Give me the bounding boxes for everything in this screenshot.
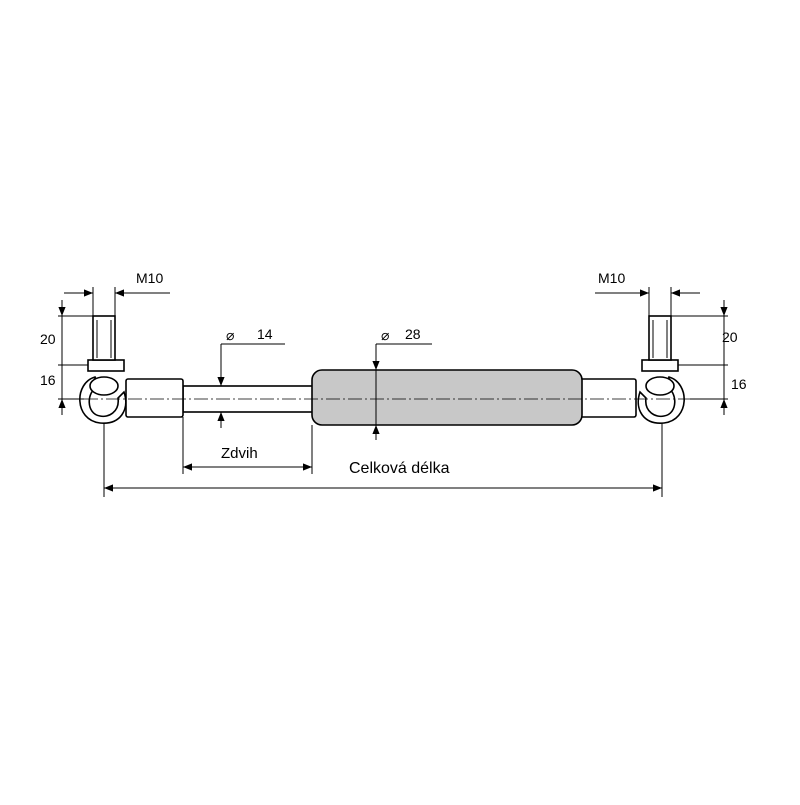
right-eye-height-label: 16: [731, 376, 747, 392]
rod-diameter-dimension: ⌀ 14: [217, 326, 285, 428]
right-thread-label: M10: [598, 270, 625, 286]
left-height-dimensions: 20 16: [40, 300, 93, 415]
right-height-dimensions: 20 16: [671, 300, 747, 415]
cylinder-diameter-symbol: ⌀: [381, 327, 389, 343]
right-thread-dimension: M10: [595, 270, 700, 316]
right-stud-height-label: 20: [722, 329, 738, 345]
right-ball-joint: [637, 315, 685, 424]
stroke-label: Zdvih: [221, 445, 258, 462]
stroke-dimension: Zdvih: [182, 417, 313, 474]
rod-diameter-label: 14: [257, 326, 273, 342]
total-length-dimension: Celková délka: [103, 423, 663, 497]
right-end-collar: [577, 378, 637, 418]
left-end-collar: [125, 378, 184, 418]
total-length-label: Celková délka: [349, 460, 450, 477]
cylinder-diameter-label: 28: [405, 326, 421, 342]
cylinder-body: [311, 369, 583, 426]
left-eye-height-label: 16: [40, 372, 56, 388]
left-thread-label: M10: [136, 270, 163, 286]
left-stud-height-label: 20: [40, 331, 56, 347]
rod-diameter-symbol: ⌀: [226, 327, 234, 343]
left-ball-joint: [79, 315, 127, 424]
left-thread-dimension: M10: [64, 270, 170, 316]
cylinder-diameter-dimension: ⌀ 28: [372, 326, 432, 440]
